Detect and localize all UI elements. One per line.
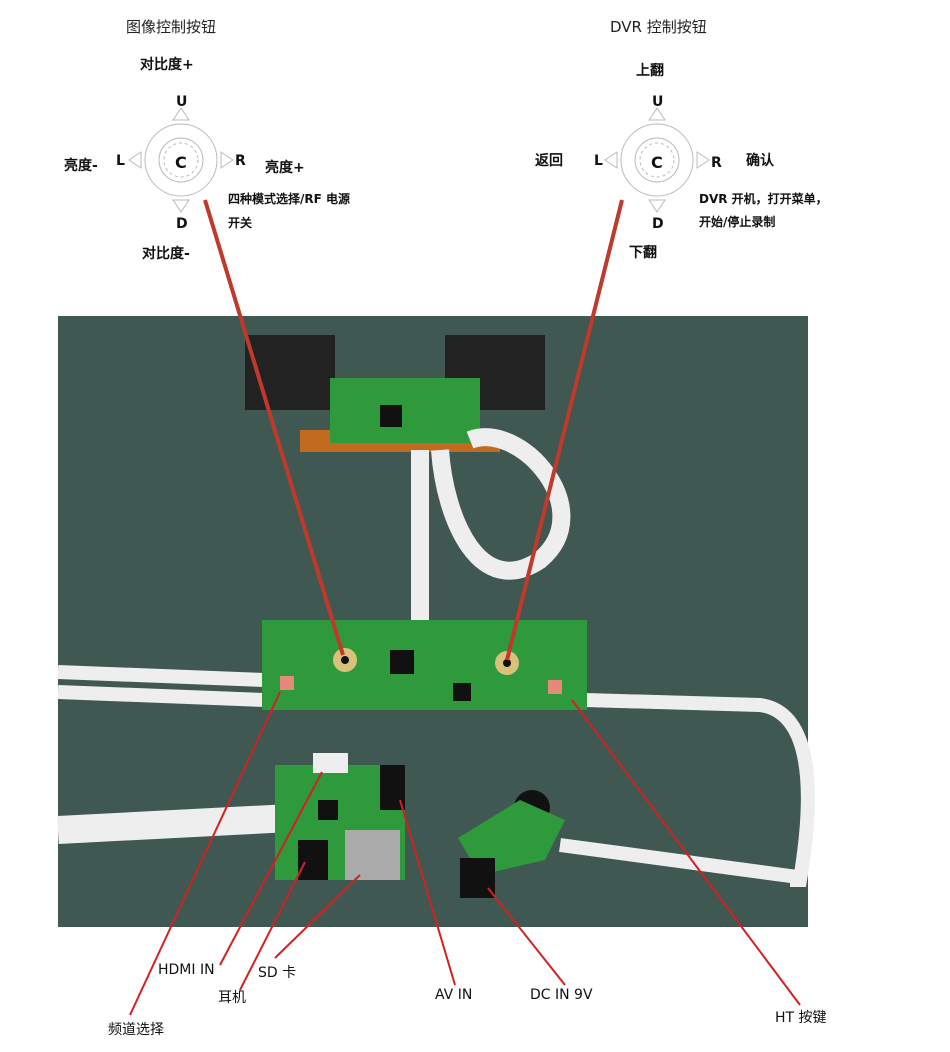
joystick-rings-left <box>128 107 234 213</box>
contrast-plus-label: 对比度+ <box>140 57 194 73</box>
key-u: U <box>652 94 664 110</box>
key-r: R <box>711 155 722 171</box>
dc-in-label: DC IN 9V <box>530 987 593 1003</box>
key-d: D <box>176 216 188 232</box>
sd-slot <box>345 830 400 880</box>
channel-select-label: 频道选择 <box>108 1022 164 1038</box>
key-c: C <box>175 153 187 172</box>
main-pcb <box>262 620 587 710</box>
image-control-title: 图像控制按钮 <box>126 18 217 36</box>
earphone-jack <box>298 840 328 880</box>
ribbon-cable-bottom <box>57 804 291 844</box>
hdmi-in-label: HDMI IN <box>158 962 215 978</box>
callout-arrows <box>129 199 801 1016</box>
back-label: 返回 <box>535 153 563 169</box>
ribbon-cable-top <box>411 428 571 620</box>
dvr-joystick-diagram: U L R D C <box>594 94 722 232</box>
ribbon-cable-dc <box>559 838 806 885</box>
power-switch-label: 开关 <box>228 216 253 230</box>
ribbon-cable-left <box>57 665 266 707</box>
earphone-label: 耳机 <box>218 990 246 1006</box>
sd-card-label: SD 卡 <box>258 965 297 981</box>
brightness-plus-label: 亮度+ <box>265 160 305 176</box>
confirm-label: 确认 <box>746 153 774 169</box>
channel-button <box>280 676 294 690</box>
key-c: C <box>651 153 663 172</box>
key-d: D <box>652 216 664 232</box>
ribbon-cable-right <box>584 693 815 887</box>
mode-select-label: 四种模式选择/RF 电源 <box>228 192 350 206</box>
joystick-rings-right <box>604 107 710 213</box>
record-label: 开始/停止录制 <box>699 215 776 229</box>
dc-pcb <box>458 800 565 875</box>
dc-jack <box>460 858 495 898</box>
page-up-label: 上翻 <box>636 63 664 79</box>
key-r: R <box>235 153 246 169</box>
contrast-minus-label: 对比度- <box>142 246 190 262</box>
hdmi-connector <box>313 753 348 773</box>
brightness-minus-label: 亮度- <box>64 158 98 174</box>
key-l: L <box>116 153 125 169</box>
top-pcb <box>330 378 480 443</box>
dvr-control-title: DVR 控制按钮 <box>610 18 707 36</box>
page-down-label: 下翻 <box>629 245 657 261</box>
av-in-label: AV IN <box>435 987 473 1003</box>
dvr-power-label: DVR 开机，打开菜单， <box>699 192 828 206</box>
key-l: L <box>594 153 603 169</box>
ht-button <box>548 680 562 694</box>
speaker-left <box>245 335 335 410</box>
key-u: U <box>176 94 188 110</box>
image-joystick-diagram: U L R D C <box>116 94 246 232</box>
ht-button-label: HT 按键 <box>775 1010 827 1026</box>
